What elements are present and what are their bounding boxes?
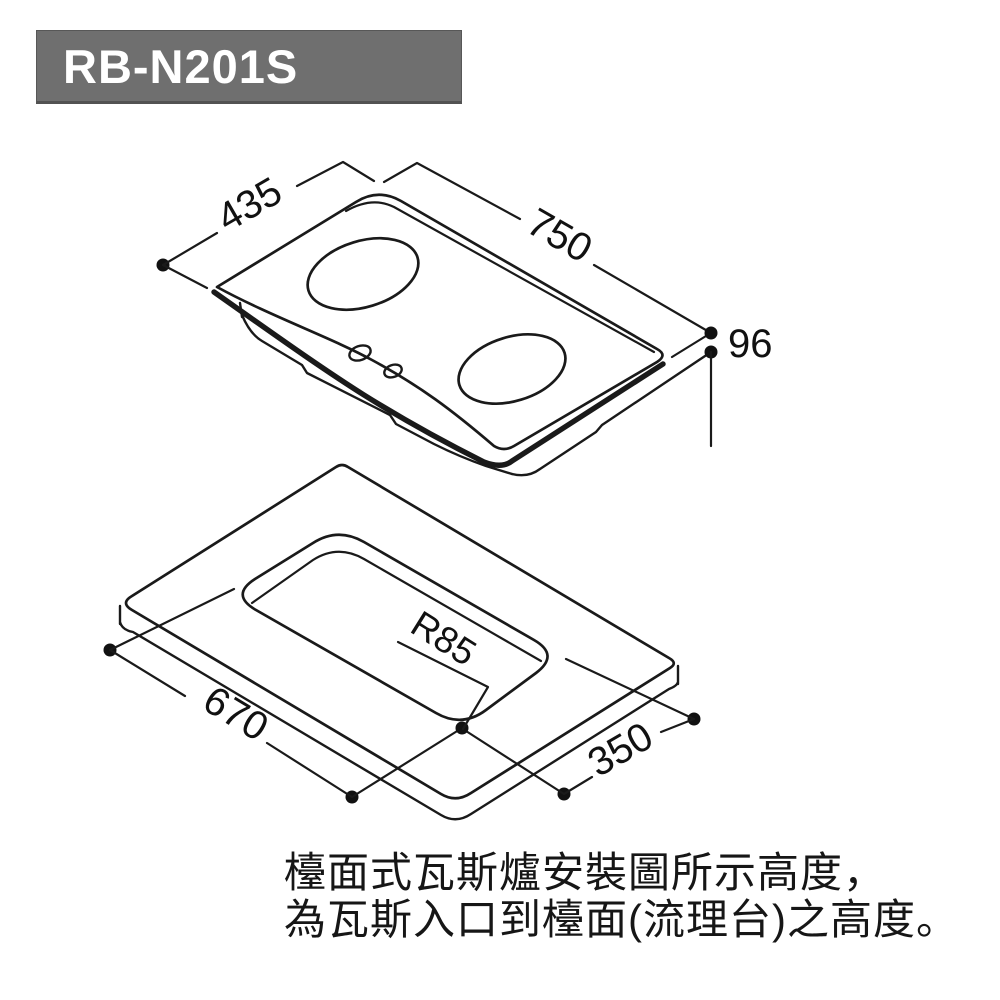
dim-width-label: 435 [210,169,290,240]
countertop-drawing [118,463,680,821]
stove-body-right [510,350,713,477]
dim-length-line [382,161,713,359]
stove-front-edge-thick [211,289,666,468]
countertop-outline [124,463,676,800]
stove-back-rim-line [344,201,656,354]
burner-left [306,236,420,312]
caption-line-2: 為瓦斯入口到檯面(流理台)之高度。 [284,896,959,943]
dim-width-line [161,160,376,290]
cutout-radius-label: R85 [404,603,483,674]
stove-body-left [238,301,514,476]
dim-point [704,326,718,340]
knob-left [348,344,372,362]
cutout-outline [241,533,549,722]
dim-length-label: 750 [520,200,600,271]
caption: 檯面式瓦斯爐安裝圖所示高度， 為瓦斯入口到檯面(流理台)之高度。 [284,849,959,943]
knob-right [383,363,403,379]
burner-right [457,333,567,405]
cutout-length-line [108,587,464,799]
cutout-radius-leader [396,640,490,731]
cutout-depth-label: 350 [581,714,661,785]
caption-line-1: 檯面式瓦斯爐安裝圖所示高度， [284,849,887,896]
model-badge: RB-N201S [36,30,462,104]
cutout-depth-line [464,657,696,796]
countertop-thickness-edges [118,604,680,821]
cutout-inner-wall-line [250,550,543,663]
stove-top-outline [215,193,664,451]
model-number-label: RB-N201S [63,39,299,93]
stove-drawing [211,193,713,477]
dim-height-label: 96 [728,322,773,366]
